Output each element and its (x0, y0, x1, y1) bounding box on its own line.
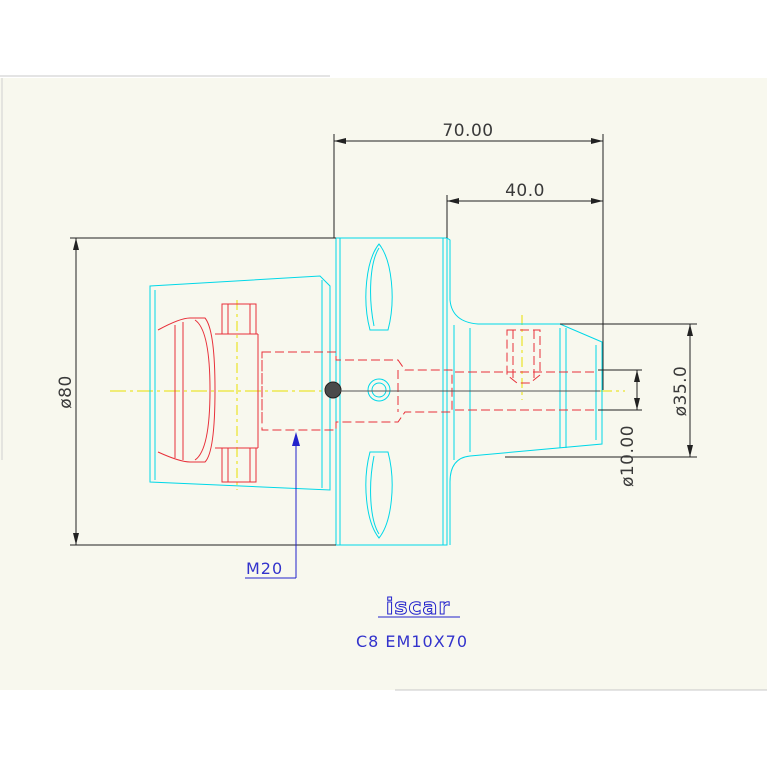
pivot-point (324, 381, 342, 399)
dim-diameter-bore: ø10.00 (618, 425, 638, 487)
thread-callout-label: M20 (246, 559, 283, 578)
tool-outline (149, 237, 603, 546)
dim-length-head: 40.0 (505, 181, 545, 201)
thread-bore (261, 329, 596, 431)
dimension-arrows (73, 138, 693, 545)
internal-features (157, 303, 259, 483)
dimension-lines (70, 134, 697, 546)
brand-logo-icon: iscar (378, 595, 460, 621)
thread-callout-arrow (292, 432, 300, 446)
product-code: C8 EM10X70 (356, 632, 468, 651)
brand-logo-text: iscar (386, 595, 450, 620)
dim-length-total: 70.00 (442, 121, 493, 141)
thread-callout-leader (245, 443, 297, 579)
dim-diameter-head: ø35.0 (671, 366, 691, 417)
dim-diameter-body: ø80 (56, 375, 76, 409)
